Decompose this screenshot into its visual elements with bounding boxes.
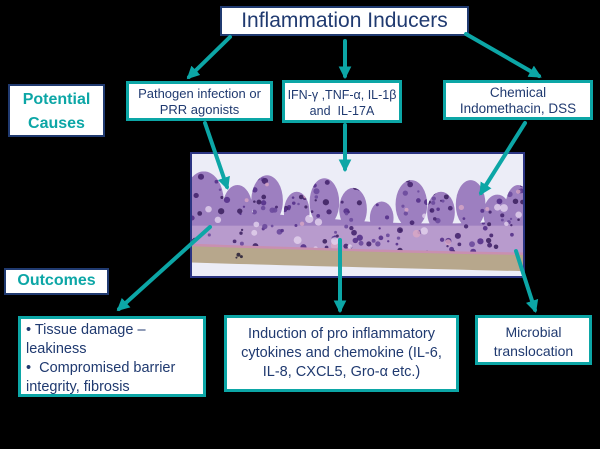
- cause-box-cytokines: IFN-γ ,TNF-α, IL-1β and IL-17A: [282, 80, 402, 123]
- outcomes-label: Outcomes: [4, 268, 109, 295]
- title-box: Inflammation Inducers: [220, 6, 469, 36]
- arrow-title-to-pathogen: [186, 35, 232, 80]
- arrow-title-to-chemical: [464, 32, 542, 78]
- debris-speck: [235, 252, 243, 259]
- outcome-box-tissue-damage: • Tissue damage – leakiness • Compromise…: [18, 316, 206, 397]
- histology-image: [190, 152, 525, 278]
- title-text: Inflammation Inducers: [241, 9, 448, 32]
- potential-causes-label: Potential Causes: [8, 84, 105, 137]
- cause-box-chemical: Chemical Indomethacin, DSS: [443, 80, 593, 120]
- cause-box-pathogen: Pathogen infection or PRR agonists: [126, 81, 273, 121]
- outcome-box-cytokine-induction: Induction of pro inflammatory cytokines …: [224, 315, 459, 392]
- outcome-box-microbial: Microbial translocation: [475, 315, 592, 365]
